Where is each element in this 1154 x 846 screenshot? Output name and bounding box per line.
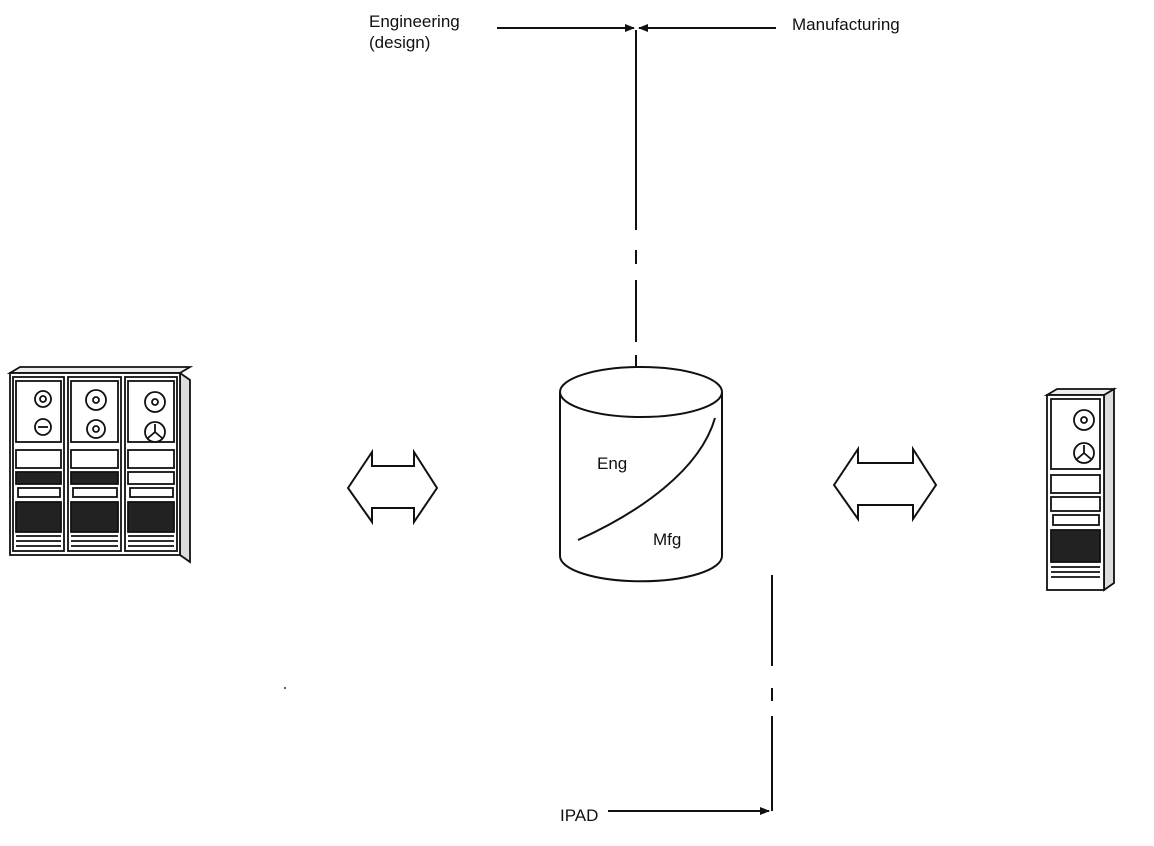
cabinet-1 bbox=[12, 376, 65, 552]
cabinet-2 bbox=[67, 376, 122, 552]
eng-mfg-divider bbox=[577, 417, 716, 541]
manufacturing-label: Manufacturing bbox=[792, 15, 900, 34]
top-connector bbox=[497, 24, 776, 366]
engineering-label: Engineering bbox=[369, 12, 460, 31]
engineering-sublabel: (design) bbox=[369, 33, 431, 52]
right-double-arrow bbox=[832, 445, 938, 523]
stray-dot bbox=[284, 687, 286, 689]
database-eng-region-label: Eng bbox=[597, 454, 628, 473]
ipad-label: IPAD bbox=[560, 806, 599, 825]
three-cabinet-tape-drive-icon bbox=[6, 366, 194, 564]
cabinet-3 bbox=[124, 376, 178, 552]
bottom-connector bbox=[608, 575, 773, 815]
database-cylinder-icon bbox=[559, 366, 723, 583]
single-cabinet-tape-drive-icon bbox=[1043, 387, 1118, 592]
left-double-arrow bbox=[346, 448, 439, 526]
database-mfg-region-label: Mfg bbox=[653, 530, 682, 549]
